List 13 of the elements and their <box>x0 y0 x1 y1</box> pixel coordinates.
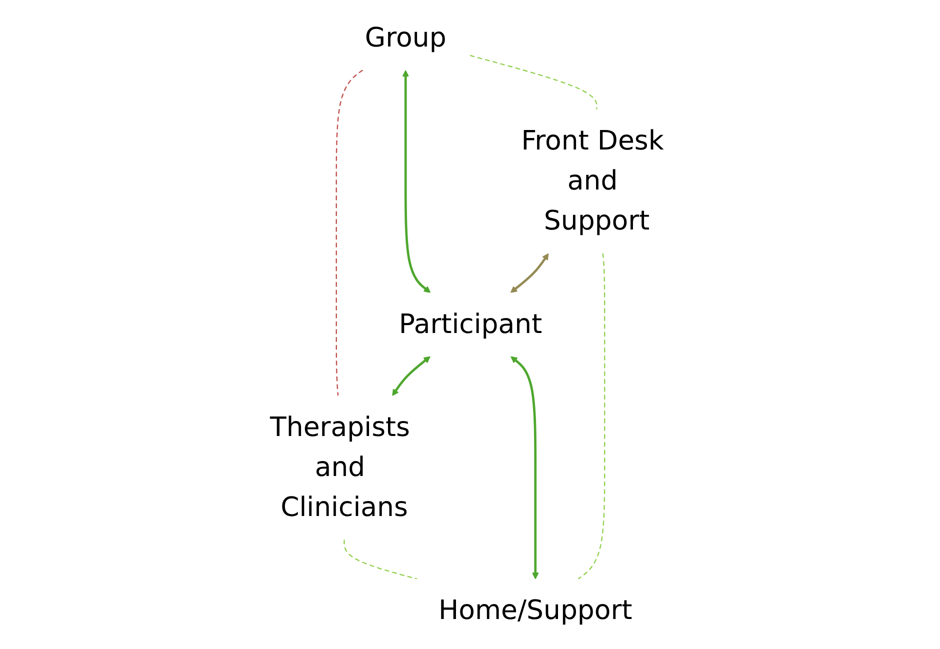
connector <box>343 540 417 580</box>
arrow <box>402 70 430 293</box>
connector <box>335 70 363 396</box>
node-text: Home/Support <box>438 594 632 626</box>
arrow <box>510 253 548 293</box>
node-text: Front Desk and Support <box>520 125 664 237</box>
arrow <box>392 356 430 396</box>
arrow <box>510 356 538 580</box>
node-text: Participant <box>398 308 542 340</box>
connector <box>469 54 597 110</box>
connector <box>577 253 605 580</box>
node-text: Group <box>364 22 446 54</box>
node-text: Therapists and Clinicians <box>270 411 410 524</box>
